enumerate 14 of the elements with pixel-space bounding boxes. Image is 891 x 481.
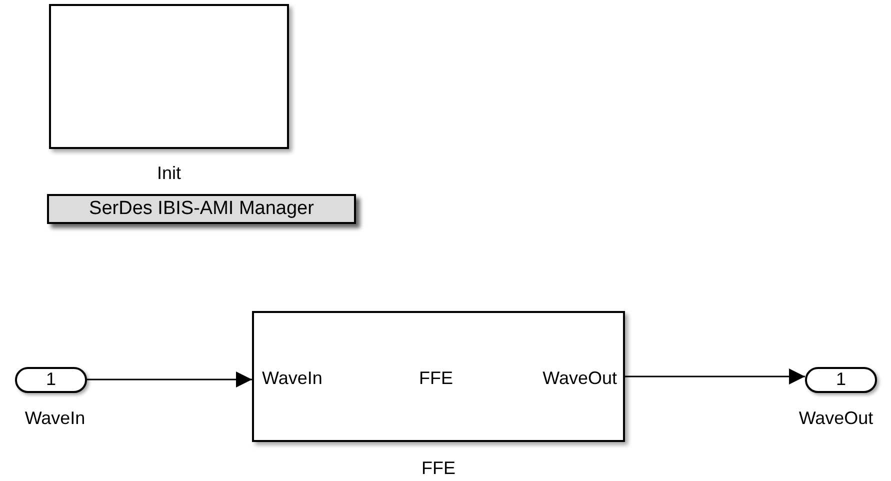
port-label: WaveOut — [542, 367, 617, 390]
init-block — [49, 4, 289, 149]
manager-button: SerDes IBIS-AMI Manager — [47, 194, 356, 224]
subsystem-block — [252, 311, 625, 442]
port-label: WaveIn — [262, 367, 322, 390]
block-name: WaveOut — [798, 407, 874, 430]
port-block: 1 — [15, 366, 87, 392]
block-name: FFE — [422, 457, 456, 480]
signal-arrow — [87, 372, 252, 388]
signal-arrow — [625, 368, 805, 384]
block-name: WaveIn — [24, 407, 86, 430]
block-title: FFE — [419, 367, 453, 390]
port-block: 1 — [805, 366, 877, 392]
block-name: Init — [156, 162, 181, 185]
